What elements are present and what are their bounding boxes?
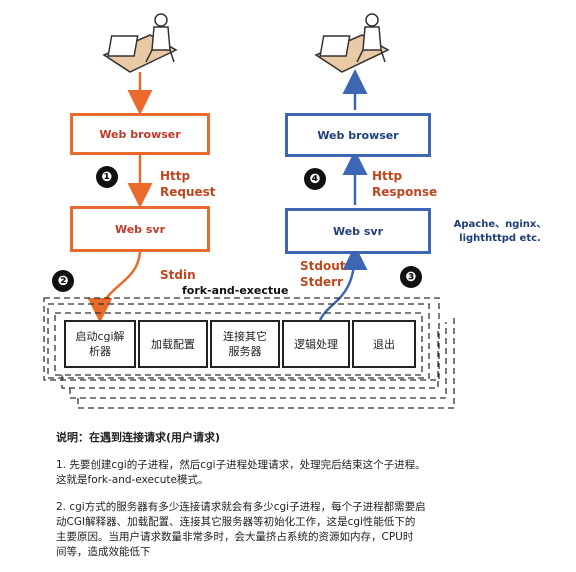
- web-browser-response-box: Web browser: [285, 113, 431, 157]
- web-browser-request-box: Web browser: [70, 113, 210, 155]
- web-servers-note: Apache、nginx、 lighthttpd etc.: [453, 219, 547, 244]
- stdout-stderr-label: Stdout Stderr: [300, 259, 346, 289]
- stage-load-config: 加载配置: [138, 320, 208, 368]
- user-at-computer-icon-left: [102, 13, 178, 73]
- web-browser-label: Web browser: [99, 127, 181, 141]
- note-point-1: 1. 先要创建cgi的子进程，然后cgi子进程处理请求，处理完后结束这个子进程。…: [56, 459, 426, 486]
- web-server-label: Web svr: [332, 224, 384, 238]
- fork-and-execute-title: fork-and-exectue: [182, 284, 289, 297]
- step-3-marker: ❸: [400, 266, 422, 288]
- web-server-response-box: Web svr: [285, 208, 431, 254]
- note-point-2: 2. cgi方式的服务器有多少连接请求就会有多少cgi子进程，每个子进程都需要启…: [56, 501, 426, 558]
- web-browser-label: Web browser: [317, 128, 399, 142]
- step-4-marker: ❹: [304, 168, 326, 190]
- http-request-label: Http Request: [160, 169, 216, 199]
- stage-connect-servers: 连接其它 服务器: [210, 320, 280, 368]
- http-response-label: Http Response: [372, 169, 438, 199]
- web-server-label: Web svr: [114, 222, 166, 236]
- notes-heading: 说明：在遇到连接请求(用户请求): [56, 431, 221, 444]
- stacked-process-frames: [43, 297, 455, 409]
- stage-start-cgi-parser: 启动cgi解 析器: [64, 320, 136, 368]
- stdin-label: Stdin: [160, 268, 196, 282]
- step-2-marker: ❷: [52, 270, 74, 292]
- user-at-computer-icon-right: [314, 13, 390, 73]
- step-1-marker: ❶: [96, 166, 118, 188]
- stage-logic-processing: 逻辑处理: [282, 320, 350, 368]
- web-server-request-box: Web svr: [70, 206, 210, 252]
- arrow-cgi-to-server: [318, 245, 368, 321]
- arrow-server-to-cgi: [87, 248, 142, 323]
- stage-exit: 退出: [352, 320, 416, 368]
